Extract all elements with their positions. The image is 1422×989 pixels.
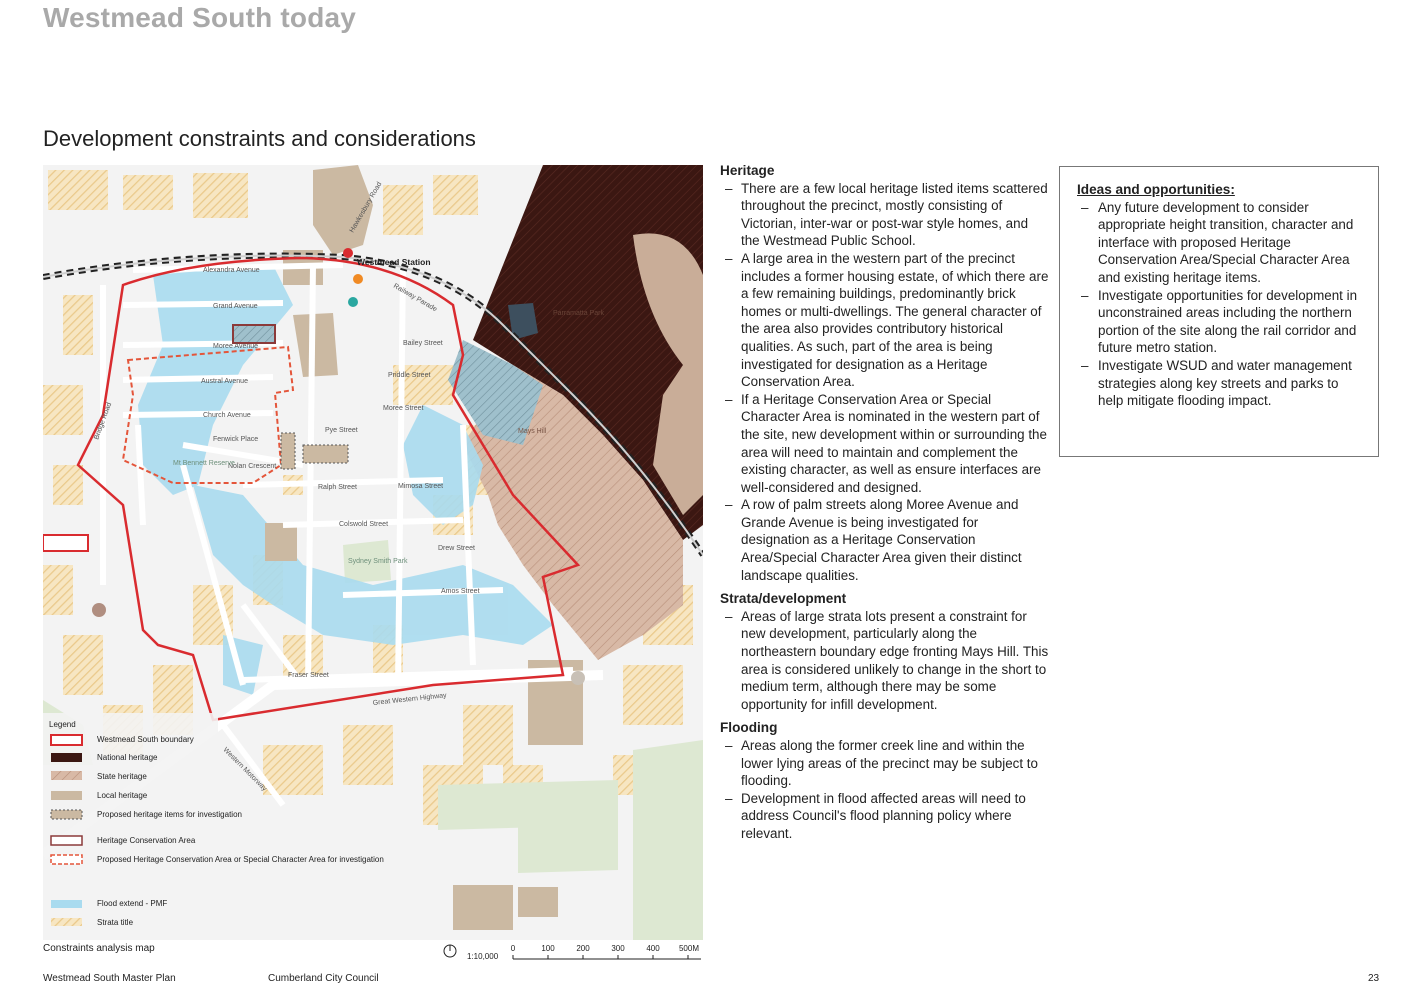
legend-swatch-hca xyxy=(50,835,83,846)
playground-marker xyxy=(92,603,106,617)
streets xyxy=(100,262,574,807)
flooding-heading: Flooding xyxy=(720,720,778,736)
footer-document-title: Westmead South Master Plan xyxy=(43,973,176,984)
ideas-heading: Ideas and opportunities: xyxy=(1077,182,1235,197)
page-title: Westmead South today xyxy=(43,2,357,33)
scale-bar-block: 1:10,000 0 100 200 300 400 500M xyxy=(443,943,703,965)
legend-label: State heritage xyxy=(97,772,147,781)
park-label: Mays Hill xyxy=(518,428,547,435)
list-item: There are a few local heritage listed it… xyxy=(720,180,1050,250)
list-item: Areas along the former creek line and wi… xyxy=(720,737,1050,790)
heritage-list: There are a few local heritage listed it… xyxy=(720,180,1050,585)
legend-label: Heritage Conservation Area xyxy=(97,836,196,845)
legend-label: Westmead South boundary xyxy=(97,735,194,744)
legend-swatch-proposed-items xyxy=(50,809,83,820)
street-label: Mimosa Street xyxy=(398,483,443,490)
street-label: Priddle Street xyxy=(388,372,430,379)
legend-label: Proposed Heritage Conservation Area or S… xyxy=(97,855,384,864)
legend-label: Local heritage xyxy=(97,791,148,800)
scale-ratio: 1:10,000 xyxy=(467,952,499,961)
street-label: Colswold Street xyxy=(339,521,388,528)
list-item: If a Heritage Conservation Area or Speci… xyxy=(720,391,1050,497)
footer-council: Cumberland City Council xyxy=(268,973,379,984)
street-label: Bailey Street xyxy=(403,340,443,347)
legend-label: Proposed heritage items for investigatio… xyxy=(97,810,242,819)
street-label: Church Avenue xyxy=(203,412,251,419)
legend-label: National heritage xyxy=(97,753,158,762)
heritage-conservation-box-west xyxy=(43,534,89,552)
list-item: Investigate opportunities for developmen… xyxy=(1077,287,1360,357)
national-heritage-item xyxy=(508,303,538,340)
street-label: Moree Avenue xyxy=(213,343,258,350)
westmead-south-boundary xyxy=(76,256,581,722)
list-item: Investigate WSUD and water management st… xyxy=(1077,357,1360,410)
legend-label: Flood extend - PMF xyxy=(97,899,167,908)
legend-swatch-flood xyxy=(51,900,82,908)
section-title: Development constraints and consideratio… xyxy=(43,126,476,151)
train-station-icon xyxy=(353,274,363,284)
street-label: Drew Street xyxy=(438,545,475,552)
ideas-list: Any future development to consider appro… xyxy=(1077,199,1360,410)
list-item: A row of palm streets along Moree Avenue… xyxy=(720,496,1050,584)
street-label: Amos Street xyxy=(441,588,480,595)
legend-swatch-proposed-hca xyxy=(50,854,83,865)
flooding-list: Areas along the former creek line and wi… xyxy=(720,737,1050,843)
park-label: Mt Bennett Reserve xyxy=(173,460,235,467)
street-label: Moree Street xyxy=(383,405,424,412)
constraints-map: Westmead Station Alexandra Avenue Grand … xyxy=(43,165,703,940)
legend-swatch-national xyxy=(51,753,82,762)
legend-swatch-state xyxy=(51,771,82,780)
park-label: Sydney Smith Park xyxy=(348,558,408,565)
list-item: Any future development to consider appro… xyxy=(1077,199,1360,287)
map-caption: Constraints analysis map xyxy=(43,943,155,954)
legend-label-line: Proposed Heritage Conservation Area or S… xyxy=(97,855,384,864)
legend-title: Legend xyxy=(49,720,76,729)
constraints-text: Heritage There are a few local heritage … xyxy=(720,162,1050,849)
street-label: Grand Avenue xyxy=(213,303,258,310)
scale-tick: 200 xyxy=(576,944,590,953)
legend-label-line: Proposed heritage items for investigatio… xyxy=(97,810,242,819)
metro-icon xyxy=(348,297,358,307)
legend-swatch-boundary xyxy=(50,734,83,746)
legend-label: Strata title xyxy=(97,918,134,927)
street-label: Nolan Crescent xyxy=(228,463,276,470)
roundabout-marker xyxy=(571,671,585,685)
street-label: Austral Avenue xyxy=(201,378,248,385)
heritage-heading: Heritage xyxy=(720,163,775,178)
list-item: Development in flood affected areas will… xyxy=(720,790,1050,843)
park-label: Parramatta Park xyxy=(553,310,604,317)
ideas-box: Ideas and opportunities: Any future deve… xyxy=(1059,166,1379,457)
strata-heading: Strata/development xyxy=(720,591,847,607)
station-label: Westmead Station xyxy=(357,257,431,267)
street-label: Pye Street xyxy=(325,427,358,434)
legend-swatch-local xyxy=(51,791,82,800)
heritage-conservation-area-rail xyxy=(448,340,543,445)
list-item: Areas of large strata lots present a con… xyxy=(720,608,1050,714)
street-label: Fenwick Place xyxy=(213,436,258,443)
scale-tick: 300 xyxy=(611,944,625,953)
parramatta-park-heritage xyxy=(633,233,703,515)
list-item: A large area in the western part of the … xyxy=(720,250,1050,391)
street-label: Ralph Street xyxy=(318,484,357,491)
proposed-heritage-item xyxy=(302,444,349,464)
strata-list: Areas of large strata lots present a con… xyxy=(720,608,1050,714)
light-rail-icon xyxy=(343,248,353,258)
street-label: Fraser Street xyxy=(288,672,329,679)
scale-tick: 100 xyxy=(541,944,555,953)
street-label: Alexandra Avenue xyxy=(203,267,260,274)
proposed-heritage-item xyxy=(280,432,296,470)
legend-swatch-strata xyxy=(51,918,82,926)
page-number: 23 xyxy=(1368,973,1380,984)
scale-tick: 0 xyxy=(511,944,516,953)
scale-tick: 400 xyxy=(646,944,660,953)
map-legend: Legend Westmead South boundary National … xyxy=(49,720,384,927)
heritage-conservation-box xyxy=(232,324,276,344)
scale-tick: 500M xyxy=(679,944,699,953)
